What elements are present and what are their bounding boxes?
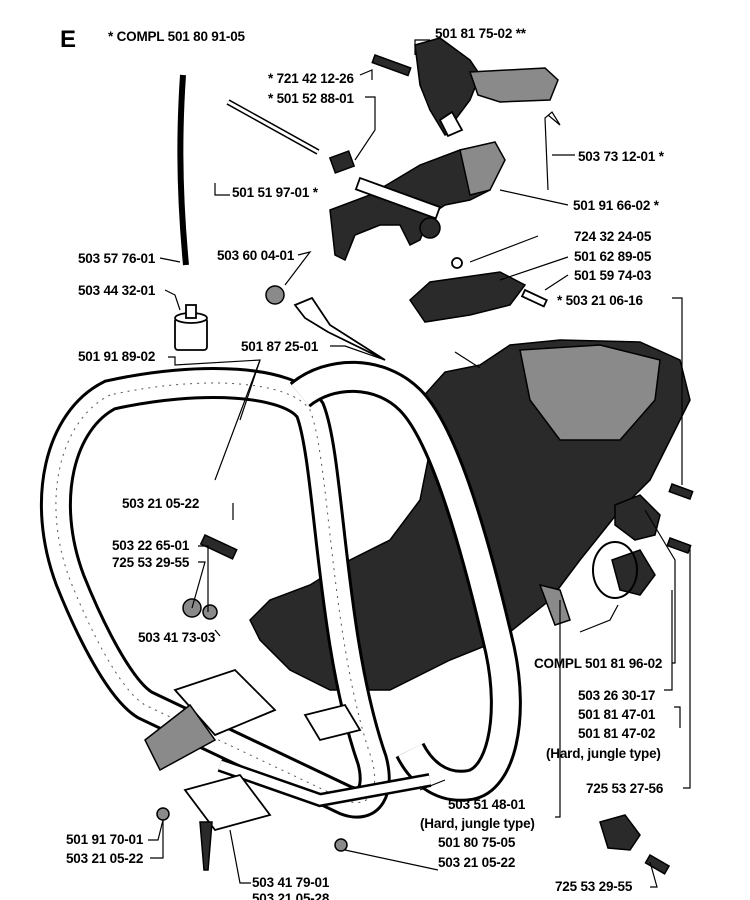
cover-plate [409, 271, 527, 323]
label-part: 725 53 27-56 [586, 781, 664, 796]
label-part: 501 91 89-02 [78, 349, 156, 364]
anti-vibration-buffers [538, 494, 661, 851]
label-part: (Hard, jungle type) [420, 816, 535, 831]
grommet [265, 285, 285, 305]
small-spring [328, 150, 356, 174]
label-part: * 501 52 88-01 [268, 91, 354, 106]
leader-lines [148, 39, 691, 888]
label-part: 501 80 75-05 [438, 835, 516, 850]
label-part: * 503 21 06-16 [557, 293, 643, 308]
label-part: 503 57 76-01 [78, 251, 156, 266]
label-part: 503 22 65-01 [112, 538, 190, 553]
label-part: 501 51 97-01 * [232, 185, 318, 200]
spring-wire [544, 111, 561, 191]
label-part: 501 91 66-02 * [573, 198, 659, 213]
label-part: 503 44 32-01 [78, 283, 156, 298]
label-part: 501 81 75-02 ** [435, 26, 526, 41]
label-part: 503 73 12-01 * [578, 149, 664, 164]
label-part: 501 91 70-01 [66, 832, 144, 847]
bracket-upper [173, 668, 277, 737]
bracket-left [144, 703, 217, 772]
label-part: 503 21 05-22 [122, 496, 200, 511]
screw-top [371, 54, 412, 77]
hose [177, 74, 189, 266]
bracket-lower [183, 773, 272, 832]
label-part: 725 53 29-55 [555, 879, 633, 894]
throttle-trigger [329, 141, 506, 262]
label-part: 501 59 74-03 [574, 268, 652, 283]
label-part: 503 51 48-01 [448, 797, 526, 812]
label-part: 725 53 29-55 [112, 555, 190, 570]
label-part: 501 87 25-01 [241, 339, 319, 354]
label-part: 503 26 30-17 [578, 688, 656, 703]
label-part: 501 81 47-01 [578, 707, 656, 722]
label-part: 503 41 79-01 [252, 875, 330, 890]
label-part: 501 62 89-05 [574, 249, 652, 264]
handle-top-part [371, 37, 559, 138]
label-part: COMPL 501 81 96-02 [534, 656, 663, 671]
screw-724 [451, 257, 463, 269]
section-letter: E [60, 26, 77, 53]
label-part: * 721 42 12-26 [268, 71, 354, 86]
label-compl-top: * COMPL 501 80 91-05 [108, 29, 245, 44]
bracket-right [303, 703, 362, 742]
pin-small [520, 288, 548, 308]
label-part: 501 81 47-02 [578, 726, 656, 741]
label-part: 503 21 05-28 [252, 891, 330, 900]
label-part: 724 32 24-05 [574, 229, 652, 244]
label-part: 503 41 73-03 [138, 630, 216, 645]
label-part: (Hard, jungle type) [546, 746, 661, 761]
label-part: 503 21 05-22 [66, 851, 144, 866]
label-part: 503 21 05-22 [438, 855, 516, 870]
fuel-filter [174, 304, 208, 351]
label-part: 503 60 04-01 [217, 248, 295, 263]
